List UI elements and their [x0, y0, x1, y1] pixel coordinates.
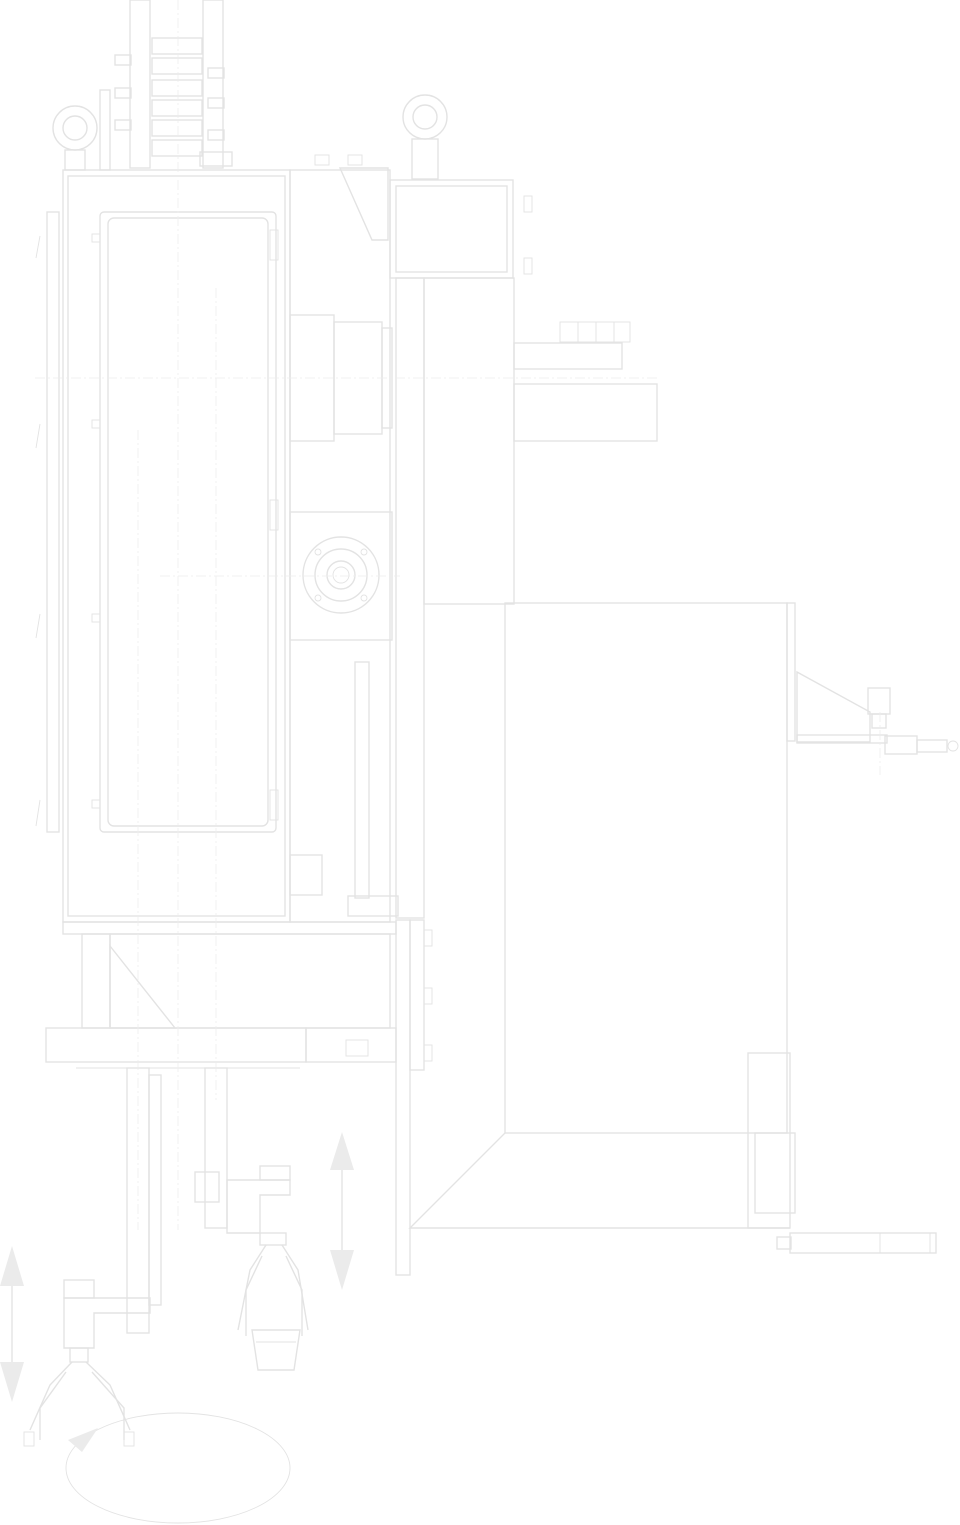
side-bracket	[796, 670, 959, 755]
top-guide-rails	[99, 0, 233, 171]
vertical-arrow-right	[330, 1132, 354, 1290]
gripper-right	[194, 1067, 309, 1371]
rotation-arrow	[65, 1412, 291, 1524]
base-plate	[45, 921, 397, 1069]
gripper-left	[23, 1067, 162, 1447]
center-column	[289, 154, 399, 923]
right-housing	[389, 179, 533, 919]
right-box	[395, 602, 796, 1276]
center-lines	[35, 0, 881, 1230]
main-enclosure	[35, 169, 291, 923]
upper-arm	[513, 321, 658, 442]
lifting-eye-right	[402, 94, 448, 180]
bottom-cylinder	[776, 1232, 937, 1254]
vertical-arrow-left	[0, 1246, 24, 1402]
lifting-eye-left	[52, 105, 98, 171]
